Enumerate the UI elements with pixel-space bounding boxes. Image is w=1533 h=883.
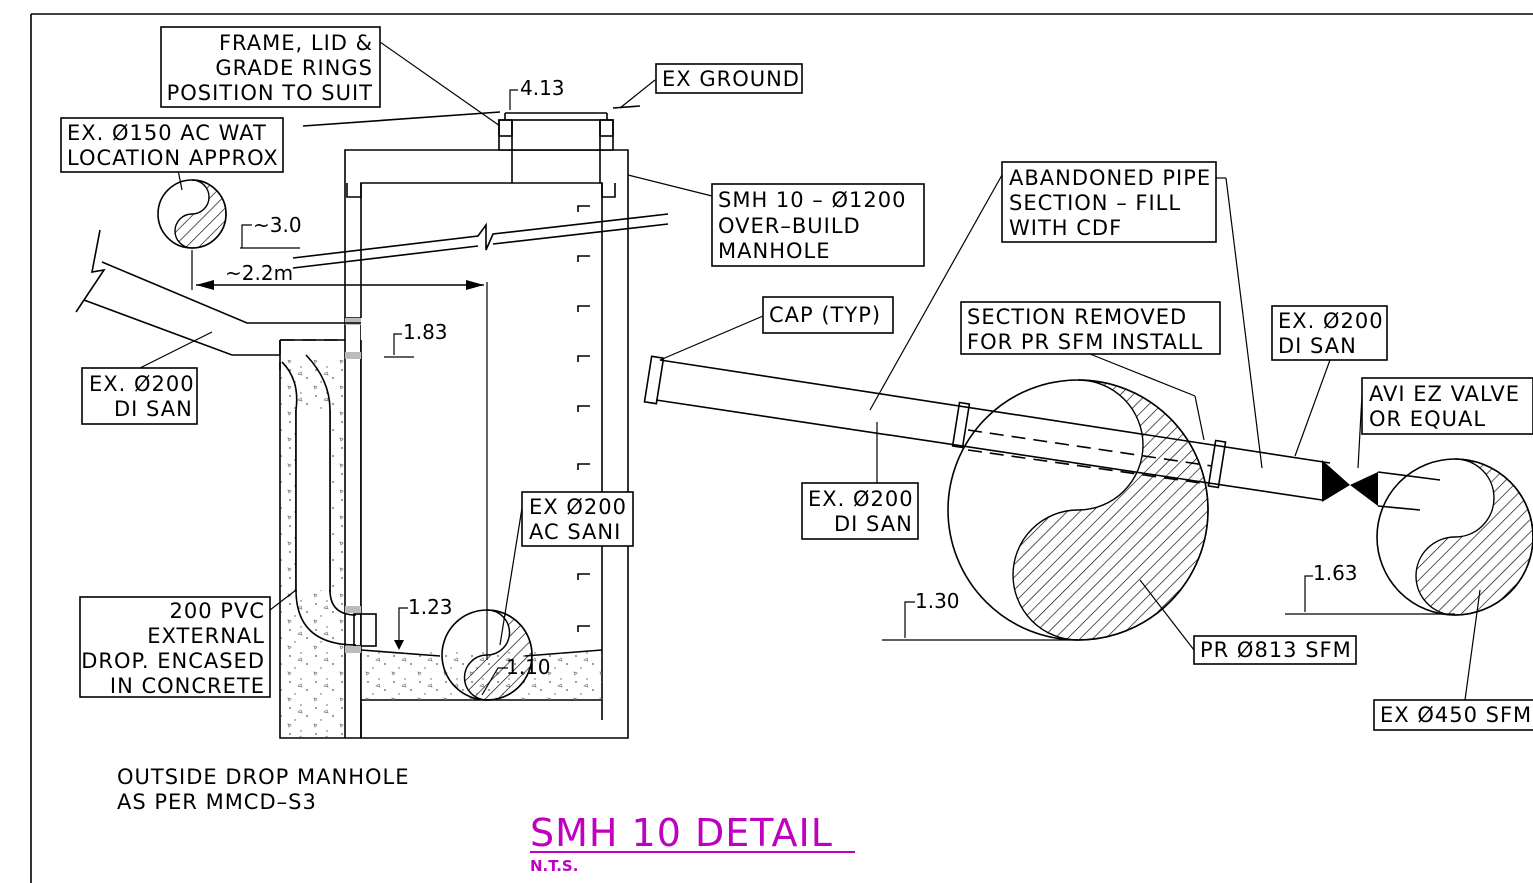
- di-san-pipe-right: [643, 355, 1441, 511]
- svg-text:FOR PR SFM INSTALL: FOR PR SFM INSTALL: [967, 330, 1203, 354]
- label-pr813: PR Ø813 SFM: [1193, 635, 1357, 665]
- svg-text:SMH 10 – Ø1200: SMH 10 – Ø1200: [718, 188, 906, 212]
- title-nts: N.T.S.: [530, 857, 578, 875]
- label-avi: AVI EZ VALVE OR EQUAL: [1361, 377, 1533, 435]
- svg-text:200 PVC: 200 PVC: [170, 599, 265, 623]
- svg-text:ABANDONED PIPE: ABANDONED PIPE: [1009, 166, 1211, 190]
- note-outside-drop: OUTSIDE DROP MANHOLE AS PER MMCD–S3: [117, 765, 409, 814]
- svg-text:WITH CDF: WITH CDF: [1009, 216, 1122, 240]
- ex450-sfm-pipe: [1376, 458, 1533, 616]
- label-ex-ground: EX GROUND: [655, 63, 803, 94]
- leader-lines: [139, 41, 1481, 701]
- label-abandoned: ABANDONED PIPE SECTION – FILL WITH CDF: [1001, 161, 1217, 243]
- svg-text:CAP (TYP): CAP (TYP): [769, 303, 881, 327]
- label-ex200-right: EX. Ø200 DI SAN: [1271, 305, 1388, 361]
- pr813-sfm-pipe: [947, 379, 1213, 641]
- dim-1-23: 1.23: [408, 595, 453, 619]
- dim-3-0: ~3.0: [253, 213, 302, 237]
- ground-line: [292, 105, 669, 269]
- svg-text:DI SAN: DI SAN: [1278, 334, 1357, 358]
- svg-text:DROP. ENCASED: DROP. ENCASED: [81, 649, 265, 673]
- label-ex450: EX Ø450 SFM: [1373, 699, 1533, 731]
- svg-text:AVI EZ VALVE: AVI EZ VALVE: [1369, 382, 1520, 406]
- drawing-title: SMH 10 DETAIL N.T.S.: [530, 811, 855, 875]
- svg-text:POSITION TO SUIT: POSITION TO SUIT: [167, 81, 373, 105]
- dim-1-30: 1.30: [915, 589, 960, 613]
- label-ac-wat: EX. Ø150 AC WAT LOCATION APPROX: [60, 117, 284, 173]
- svg-text:EX. Ø150 AC WAT: EX. Ø150 AC WAT: [67, 121, 267, 145]
- svg-text:DI SAN: DI SAN: [114, 397, 193, 421]
- svg-text:EX Ø200: EX Ø200: [529, 495, 627, 519]
- svg-text:IN CONCRETE: IN CONCRETE: [110, 674, 265, 698]
- label-pvc: 200 PVC EXTERNAL DROP. ENCASED IN CONCRE…: [79, 596, 271, 698]
- dim-4-13: 4.13: [520, 76, 565, 100]
- title-main: SMH 10 DETAIL: [530, 811, 833, 855]
- label-ex200-ac: EX Ø200 AC SANI: [521, 491, 634, 547]
- svg-text:SECTION – FILL: SECTION – FILL: [1009, 191, 1181, 215]
- svg-text:EX Ø450 SFM: EX Ø450 SFM: [1380, 703, 1532, 727]
- svg-text:AC SANI: AC SANI: [529, 520, 621, 544]
- svg-text:LOCATION APPROX: LOCATION APPROX: [67, 146, 279, 170]
- svg-text:AS PER MMCD–S3: AS PER MMCD–S3: [117, 790, 317, 814]
- label-ex200-mid: EX. Ø200 DI SAN: [801, 482, 919, 540]
- svg-text:GRADE RINGS: GRADE RINGS: [215, 56, 373, 80]
- dimensions: 4.13 ~3.0 ~2.2m 1.83 1.23 1.10 1.30 1.63: [191, 76, 1455, 696]
- svg-text:OUTSIDE DROP MANHOLE: OUTSIDE DROP MANHOLE: [117, 765, 409, 789]
- dim-2-2m: ~2.2m: [225, 261, 293, 285]
- svg-text:EX. Ø200: EX. Ø200: [89, 372, 195, 396]
- svg-text:EX. Ø200: EX. Ø200: [1278, 309, 1384, 333]
- svg-text:EX. Ø200: EX. Ø200: [808, 487, 914, 511]
- label-section-removed: SECTION REMOVED FOR PR SFM INSTALL: [960, 301, 1221, 355]
- svg-text:OVER–BUILD: OVER–BUILD: [718, 214, 861, 238]
- svg-text:EX GROUND: EX GROUND: [662, 67, 800, 91]
- dim-1-83: 1.83: [403, 320, 448, 344]
- dim-1-10: 1.10: [506, 655, 551, 679]
- ac-wat-pipe: [157, 179, 227, 249]
- svg-text:OR EQUAL: OR EQUAL: [1369, 407, 1486, 431]
- label-frame-lid: FRAME, LID & GRADE RINGS POSITION TO SUI…: [160, 26, 381, 108]
- label-smh: SMH 10 – Ø1200 OVER–BUILD MANHOLE: [711, 183, 925, 267]
- label-ex200-left: EX. Ø200 DI SAN: [81, 367, 198, 425]
- svg-text:FRAME, LID &: FRAME, LID &: [219, 31, 373, 55]
- dim-1-63: 1.63: [1313, 561, 1358, 585]
- label-cap: CAP (TYP): [762, 296, 894, 334]
- svg-text:SECTION REMOVED: SECTION REMOVED: [967, 305, 1187, 329]
- sheet-border: [30, 13, 1533, 883]
- svg-text:DI SAN: DI SAN: [834, 512, 913, 536]
- svg-text:MANHOLE: MANHOLE: [718, 239, 830, 263]
- svg-text:EXTERNAL: EXTERNAL: [147, 624, 265, 648]
- ac-sani-pipe: [441, 609, 533, 701]
- svg-text:PR Ø813 SFM: PR Ø813 SFM: [1200, 638, 1352, 662]
